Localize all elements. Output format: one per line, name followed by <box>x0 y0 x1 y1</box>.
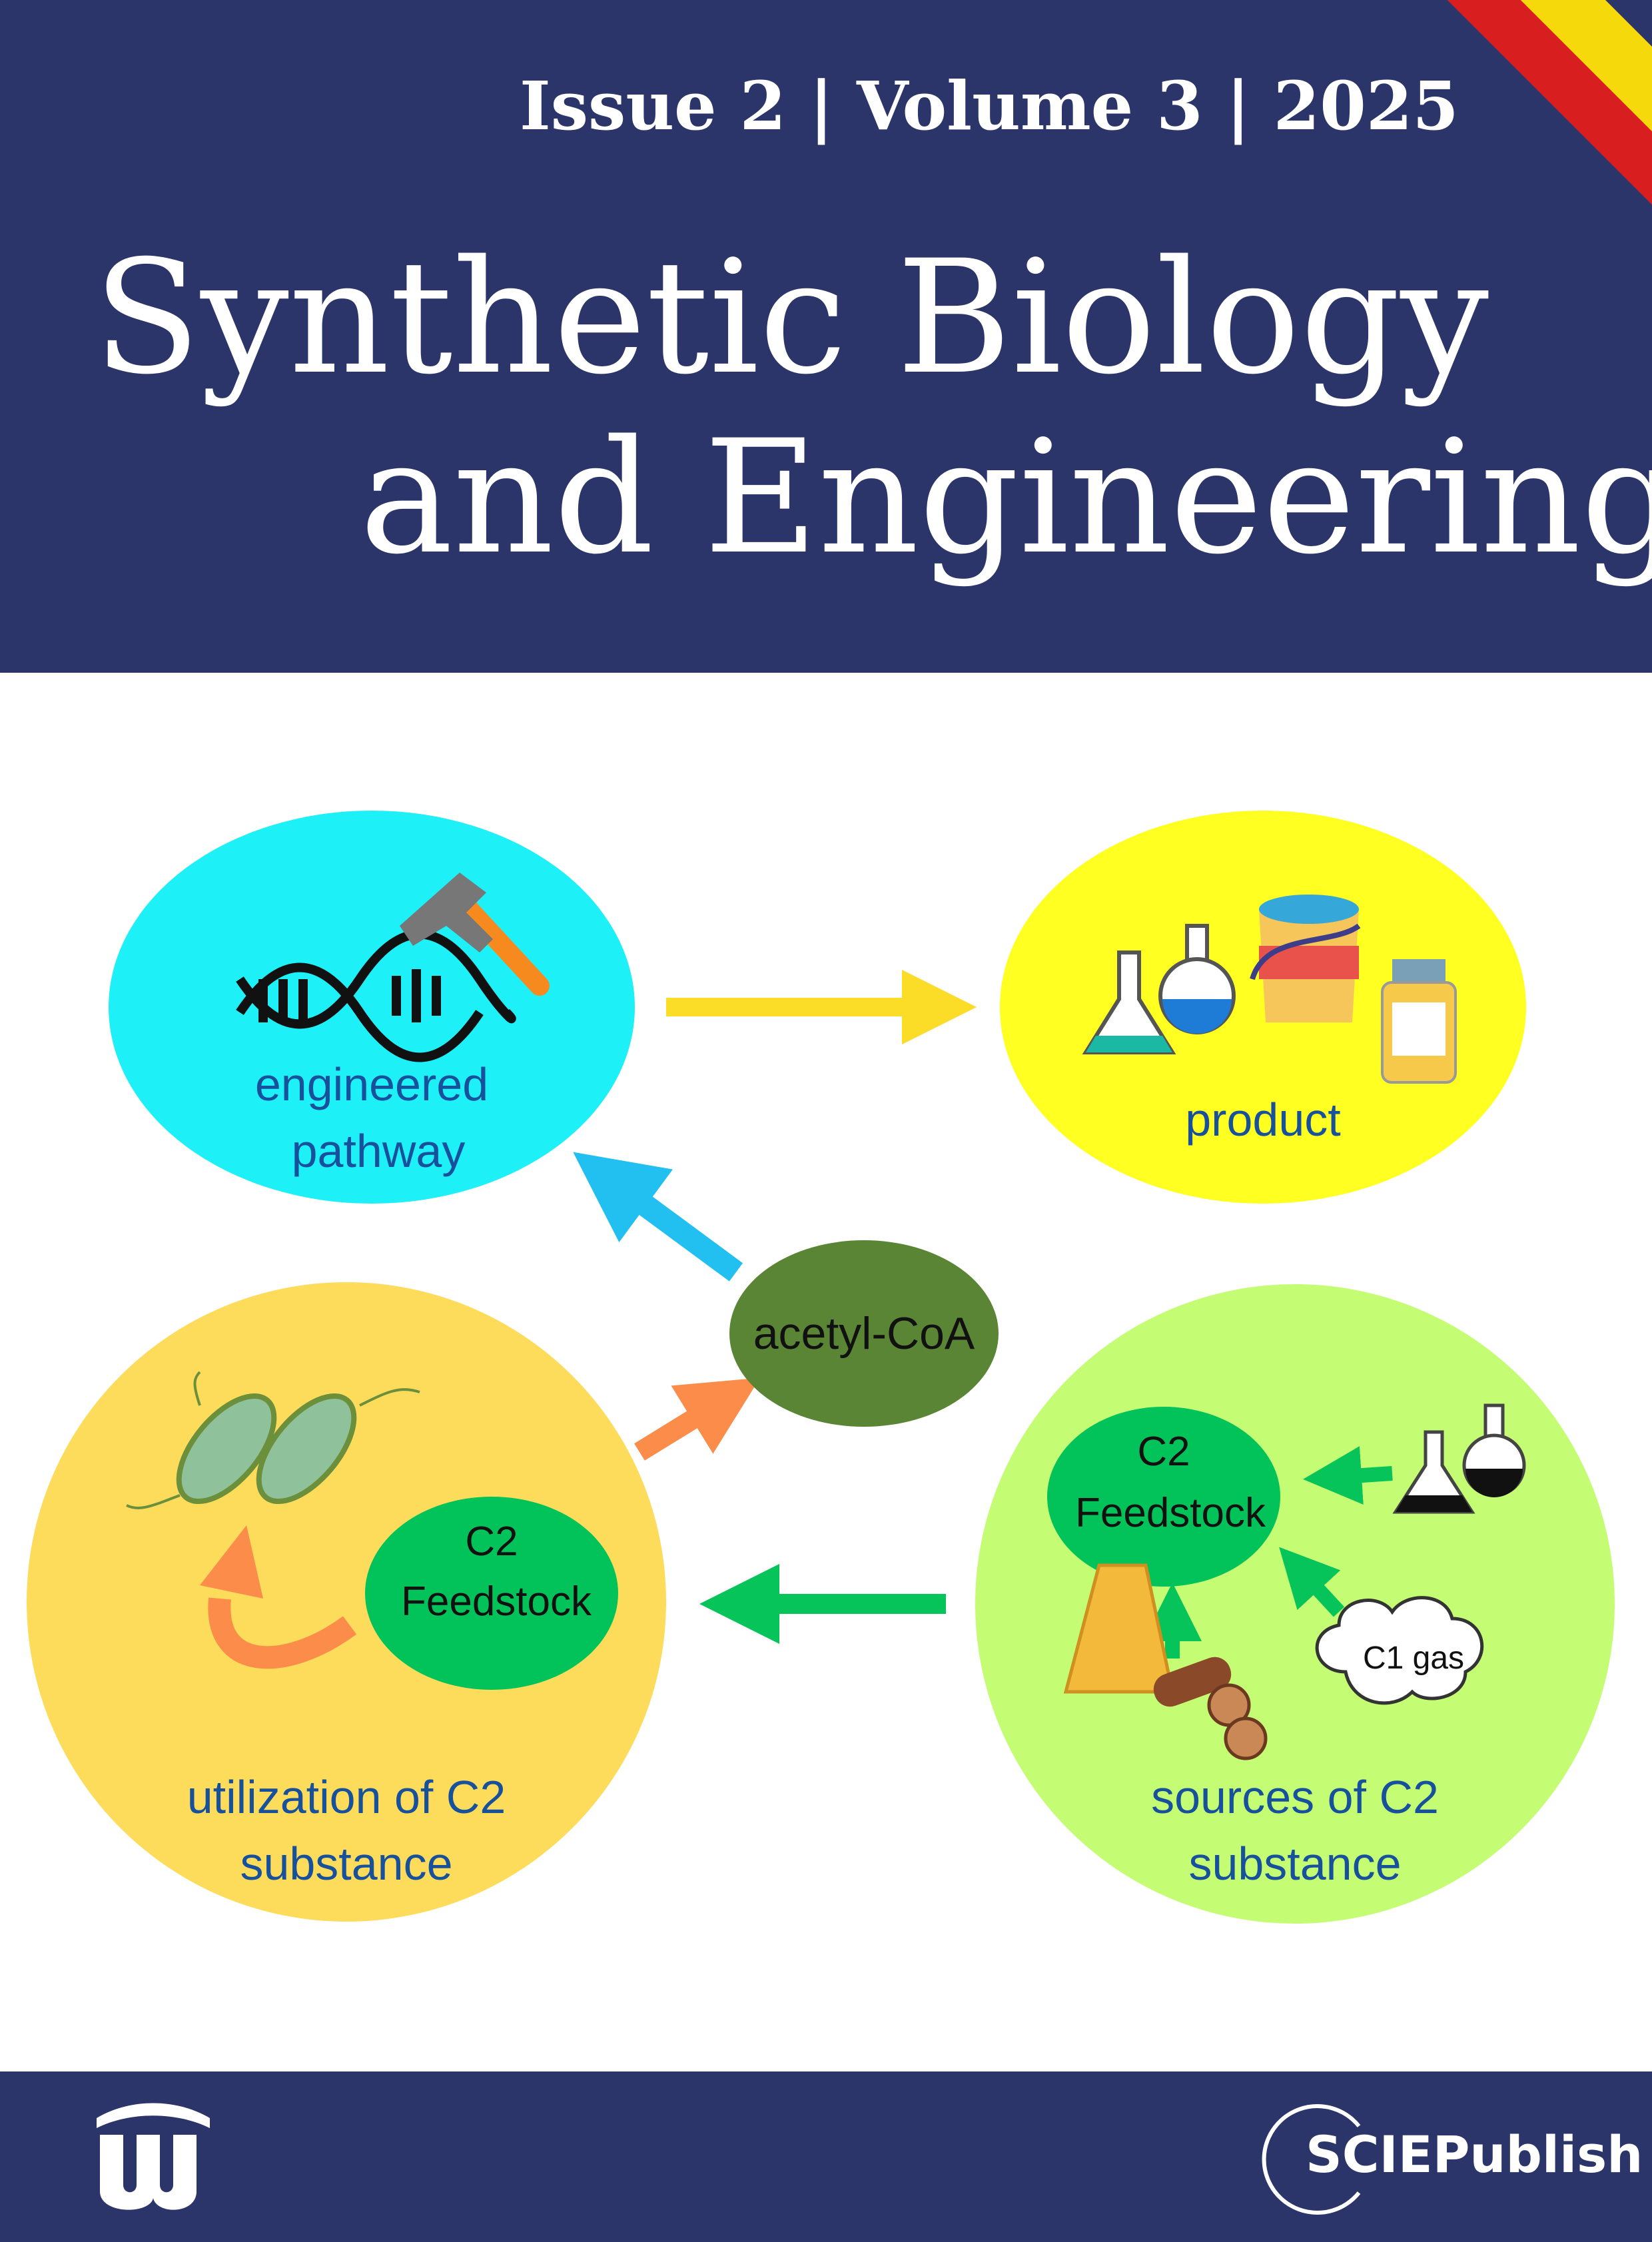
sources-label-2: substance <box>1188 1838 1401 1890</box>
utilization-circle <box>27 1282 666 1922</box>
bucket-icon <box>1250 895 1361 1022</box>
feedstock-node-left <box>365 1497 618 1690</box>
publisher-name: SCIEPublish <box>1306 2125 1643 2184</box>
engineered-pathway-label-2: pathway <box>292 1125 466 1177</box>
publisher-logo <box>1262 2104 1361 2215</box>
feedstock-right-label-2: Feedstock <box>1075 1490 1266 1536</box>
sources-label-1: sources of C2 <box>1151 1771 1439 1823</box>
pill-bottle-icon <box>1381 959 1457 1084</box>
arrow-gas-to-feedstock <box>1279 1547 1345 1617</box>
feedstock-left-label-1: C2 <box>465 1519 518 1565</box>
product-label: product <box>1185 1094 1340 1146</box>
sources-circle <box>975 1284 1615 1924</box>
dna-icon <box>236 929 516 1062</box>
cover-header: Issue 2 | Volume 3 | 2025 Synthetic Biol… <box>0 0 1652 673</box>
hammer-icon <box>400 873 550 996</box>
bacteria-icon <box>126 1371 420 1510</box>
logs-icon <box>1153 1657 1268 1760</box>
feedstock-right-label-1: C2 <box>1137 1429 1190 1475</box>
utilization-label-2: substance <box>240 1838 452 1890</box>
arrow-utilization-to-acetyl <box>634 1377 761 1461</box>
cloud-icon <box>1315 1596 1484 1705</box>
issue-volume-year: Issue 2 | Volume 3 | 2025 <box>519 67 1459 145</box>
journal-title-line-2: and Engineering <box>360 407 1652 589</box>
utilization-label-1: utilization of C2 <box>187 1771 506 1823</box>
product-circle <box>1000 811 1526 1204</box>
flask-icon <box>1392 1403 1526 1514</box>
acetyl-coa-label: acetyl-CoA <box>753 1308 975 1359</box>
arrow-feedstock-to-bacteria <box>208 1597 357 1669</box>
acetyl-coa-node <box>729 1240 999 1427</box>
arrow-acetyl-to-pathway <box>573 1152 743 1282</box>
cover-footer: SCIEPublish <box>0 2071 1652 2242</box>
feedstock-node-right <box>1047 1407 1280 1587</box>
journal-title-line-1: Synthetic Biology <box>93 227 1489 409</box>
engineered-pathway-label-1: engineered <box>255 1058 488 1110</box>
journal-logo <box>97 2103 210 2210</box>
c1-gas-label: C1 gas <box>1363 1641 1464 1676</box>
c2-feedstock-diagram: acetyl-CoA C2 Feedstock C2 Feedstock eng… <box>27 811 1615 1924</box>
engineered-pathway-circle <box>109 811 635 1204</box>
flask-icon <box>1082 950 1176 1054</box>
flask-icon <box>1158 924 1236 1034</box>
feedstock-left-label-2: Feedstock <box>401 1579 592 1625</box>
arrow-feedstock-to-bacteria-head <box>200 1525 263 1599</box>
arrow-flask-to-feedstock <box>1303 1446 1393 1505</box>
